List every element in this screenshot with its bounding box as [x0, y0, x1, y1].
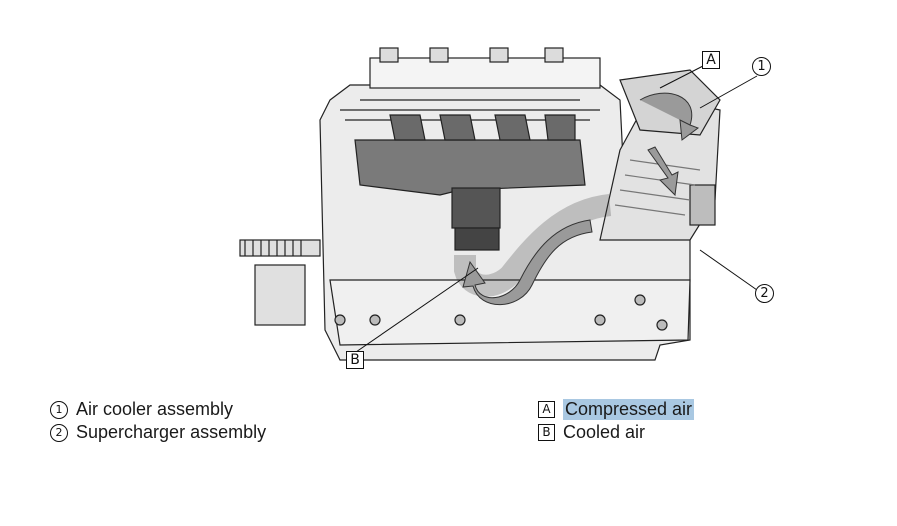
legend-label: Cooled air [563, 422, 646, 442]
legend-marker: 1 [50, 400, 68, 419]
flow-arrows [462, 92, 700, 306]
supercharger-outlet [689, 184, 716, 226]
legend-label: Air cooler assembly [76, 399, 234, 419]
legend-left: 1 Air cooler assembly 2 Supercharger ass… [50, 398, 266, 444]
legend-marker: B [538, 424, 555, 441]
legend-right: A Compressed air B Cooled air [538, 398, 695, 444]
leader-line-2 [699, 249, 758, 291]
intake-manifold [354, 139, 586, 196]
leader-line-1 [699, 75, 758, 109]
fuel-rail [369, 57, 601, 89]
drive-coupling [239, 239, 321, 326]
callout-a: A [702, 51, 720, 69]
crankcase [329, 279, 691, 346]
legend-label-highlighted: Compressed air [563, 399, 695, 420]
throttle-body [451, 187, 501, 229]
legend-item: A Compressed air [538, 398, 695, 421]
bolts [334, 294, 668, 331]
callout-2: 2 [755, 284, 774, 303]
injectors [379, 47, 564, 63]
legend-marker: 2 [50, 423, 68, 442]
legend-item: 2 Supercharger assembly [50, 421, 266, 444]
legend-label: Supercharger assembly [76, 422, 267, 442]
leader-line-b [355, 267, 479, 353]
callout-b: B [346, 351, 364, 369]
legend-marker: A [538, 401, 555, 418]
callout-1: 1 [752, 57, 771, 76]
cooled-air-arrow [462, 219, 593, 306]
legend-item: B Cooled air [538, 421, 694, 444]
engine-diagram [239, 47, 758, 361]
leader-line-a [659, 65, 704, 89]
manifold-runners [389, 114, 576, 141]
compressed-air-arrow [639, 92, 700, 141]
legend-item: 1 Air cooler assembly [50, 398, 266, 421]
